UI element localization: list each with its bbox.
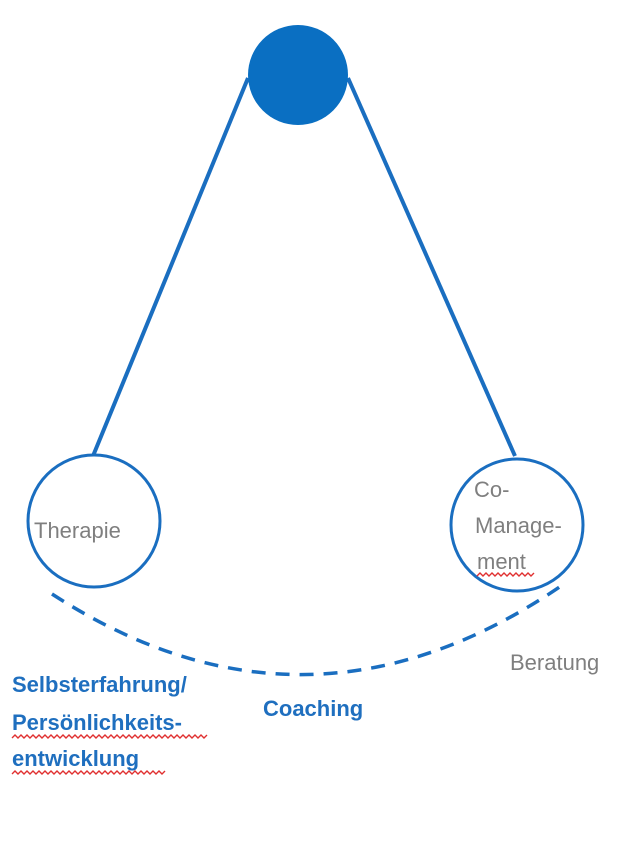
therapie-node-circle <box>26 453 162 589</box>
spellcheck-underline-persoenlichkeits <box>11 734 208 739</box>
right-connector-line <box>346 77 517 457</box>
coaching-label: Coaching <box>263 696 363 721</box>
co-management-label-line1: Co- <box>474 477 509 502</box>
left-connector-line <box>91 77 250 457</box>
therapie-label: Therapie <box>34 518 121 543</box>
selbsterfahrung-label-line3: entwicklung <box>12 746 139 771</box>
beratung-label: Beratung <box>510 650 599 675</box>
top-node-circle <box>248 25 348 125</box>
co-management-label-line3: ment <box>477 549 526 574</box>
spellcheck-underline-ment <box>476 572 535 577</box>
selbsterfahrung-label-line1: Selbsterfahrung/ <box>12 672 187 697</box>
co-management-node-circle <box>449 457 585 593</box>
selbsterfahrung-label-line2: Persönlichkeits- <box>12 710 182 735</box>
co-management-label-line2: Manage- <box>475 513 562 538</box>
spellcheck-underline-entwicklung <box>11 770 166 775</box>
dashed-swing-arc <box>51 582 565 677</box>
